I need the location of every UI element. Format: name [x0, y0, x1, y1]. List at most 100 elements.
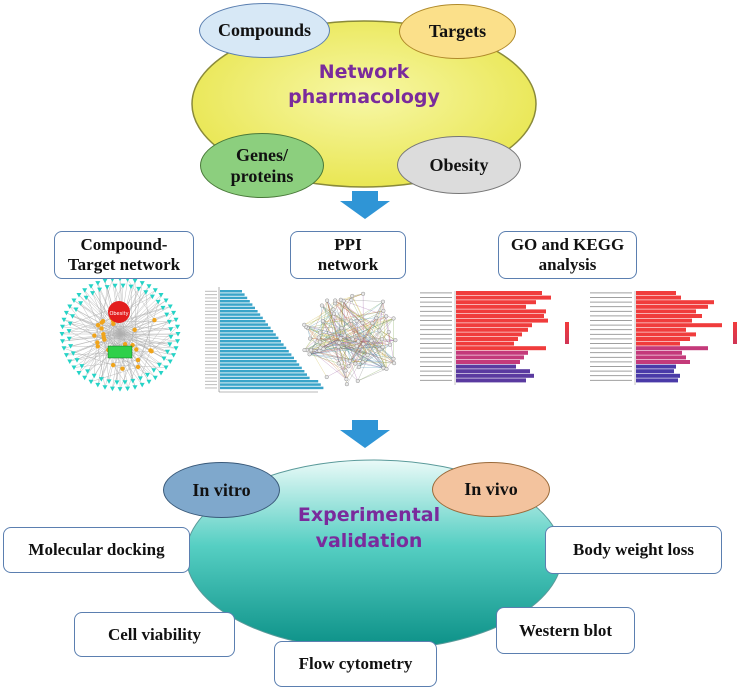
- kegg-bar: [636, 350, 682, 355]
- ppi-degree-bar: [220, 296, 248, 300]
- ppi-degree-tick-label: [205, 314, 217, 316]
- ct-target-node: [67, 359, 73, 365]
- go-term-label: [420, 356, 452, 358]
- ppi-edge: [323, 321, 349, 367]
- ppi-node: [309, 348, 314, 353]
- ct-edge: [73, 300, 121, 335]
- ppi-node: [361, 291, 366, 296]
- kegg-bar: [636, 300, 714, 305]
- kegg-bar: [636, 378, 678, 383]
- ct-target-node: [143, 290, 149, 295]
- ct-target-node: [173, 346, 179, 351]
- ct-edge: [127, 320, 155, 389]
- network-pharmacology-title-line1: Network: [318, 61, 410, 83]
- kegg-bar: [636, 291, 676, 295]
- ppi-node: [341, 298, 346, 303]
- go-term-label: [420, 338, 452, 340]
- kegg-term-label: [590, 333, 632, 335]
- ct-target-node: [175, 339, 181, 344]
- ppi-node: [308, 336, 313, 341]
- ppi-node: [338, 336, 343, 341]
- kegg-bar: [636, 309, 696, 314]
- ct-target-node: [160, 305, 166, 311]
- kegg-bar: [636, 314, 702, 318]
- ct-edge: [63, 319, 121, 335]
- body-weight-loss-box: Body weight loss: [545, 526, 722, 574]
- ppi-edge: [320, 332, 391, 345]
- ppi-node: [379, 337, 384, 342]
- go-term-label: [420, 361, 452, 363]
- ct-target-node: [95, 382, 101, 388]
- ppi-degree-tick-label: [205, 380, 217, 382]
- ppi-node: [316, 335, 321, 340]
- ct-edge: [102, 287, 108, 322]
- go-bar: [456, 300, 536, 305]
- ct-edge: [112, 365, 126, 383]
- ppi-line1: PPI: [334, 235, 362, 255]
- ct-target-node: [90, 291, 96, 296]
- in-vivo-label: In vivo: [464, 479, 518, 499]
- ppi-edge: [351, 320, 387, 369]
- ct-edge: [119, 296, 153, 335]
- ct-target-node: [76, 293, 82, 298]
- ppi-edge: [346, 340, 372, 380]
- ct-target-node: [171, 310, 177, 316]
- go-term-label: [420, 352, 452, 354]
- ct-target-node: [167, 359, 173, 365]
- ppi-degree-tick-label: [205, 384, 217, 386]
- ppi-edge: [318, 337, 368, 356]
- ppi-node: [381, 308, 386, 313]
- ppi-edge: [310, 350, 327, 378]
- kegg-term-label: [590, 366, 632, 367]
- ppi-edge: [326, 300, 341, 339]
- ct-edge: [119, 301, 159, 335]
- network-pharmacology-title-line2: pharmacology: [288, 85, 440, 108]
- ppi-degree-bar: [220, 373, 307, 376]
- ppi-degree-tick-label: [205, 337, 217, 339]
- ct-edge: [119, 349, 137, 390]
- ct-target-node: [171, 353, 177, 358]
- ppi-degree-tick-label: [205, 364, 217, 366]
- ct-compound-node: [122, 341, 128, 347]
- ppi-degree-tick-label: [205, 317, 217, 319]
- ppi-degree-tick-label: [205, 330, 217, 332]
- kegg-bar: [636, 369, 674, 374]
- ppi-edge: [333, 313, 359, 368]
- go-bar: [456, 346, 546, 351]
- kegg-bar: [636, 332, 696, 337]
- ppi-degree-bar: [220, 350, 289, 353]
- down-arrow-1: [340, 191, 390, 219]
- ct-target-node: [125, 386, 131, 392]
- ct-edge: [92, 293, 121, 335]
- kegg-term-label: [590, 329, 632, 331]
- ppi-degree-bar: [220, 316, 263, 320]
- ct-target-node: [137, 376, 143, 381]
- kegg-bar: [636, 323, 722, 328]
- ppi-edge: [318, 318, 394, 338]
- kegg-term-label: [590, 352, 632, 354]
- kegg-term-label: [590, 343, 632, 344]
- ppi-degree-bar: [220, 353, 292, 356]
- ppi-network-box: PPI network: [290, 231, 406, 279]
- ct-target-node: [132, 278, 138, 284]
- ppi-edge: [343, 300, 384, 369]
- ct-edge: [119, 333, 165, 359]
- ct-target-node: [70, 351, 76, 356]
- ppi-edge: [357, 368, 387, 382]
- kegg-bar: [636, 341, 680, 346]
- ppi-edge: [309, 344, 391, 355]
- ppi-edge: [307, 300, 336, 329]
- ppi-degree-tick-label: [205, 324, 217, 326]
- ppi-degree-bar: [220, 360, 297, 363]
- ppi-degree-bar: [220, 386, 324, 390]
- ct-compound-node: [152, 317, 157, 323]
- ct-edge: [119, 333, 178, 342]
- ct-edge: [119, 300, 167, 335]
- go-bar: [456, 337, 518, 341]
- ppi-node: [344, 377, 349, 382]
- ppi-degree-tick-label: [205, 307, 217, 309]
- ct-compound-node: [95, 344, 100, 349]
- ppi-edge: [307, 310, 384, 329]
- ppi-degree-bar: [220, 346, 287, 350]
- kegg-bar: [636, 337, 690, 341]
